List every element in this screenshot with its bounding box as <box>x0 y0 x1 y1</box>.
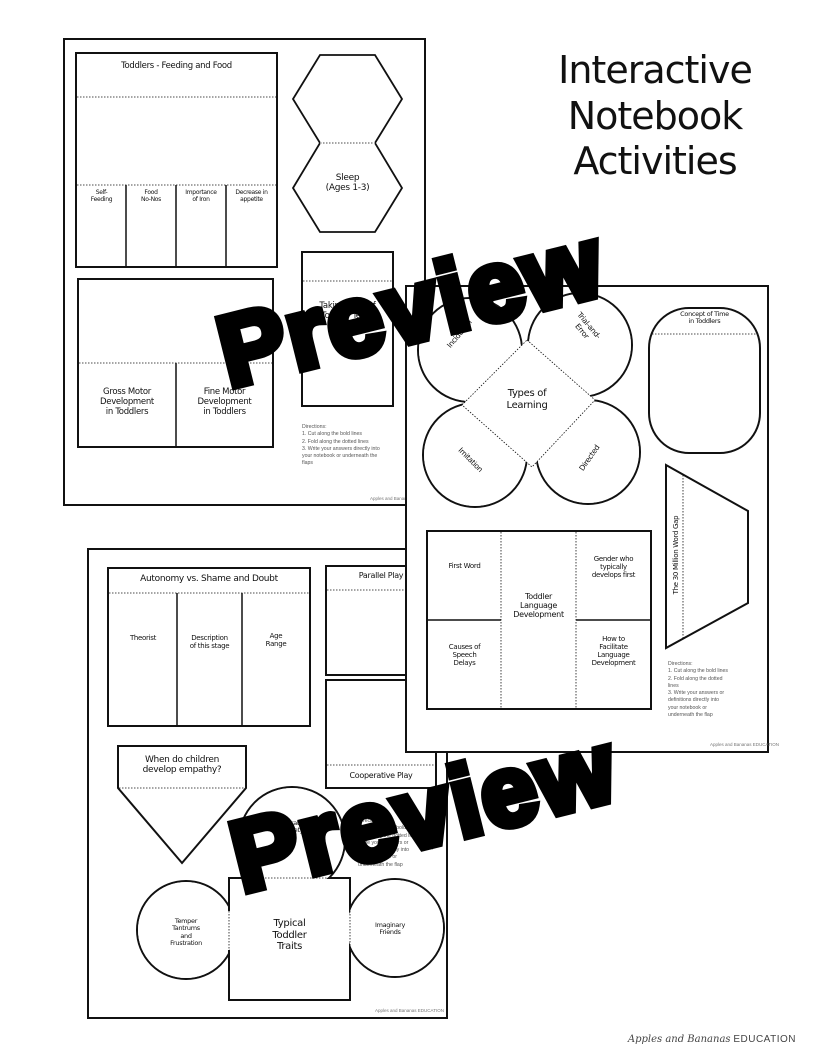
language-cell-label: Gender who typically develops first <box>591 555 636 580</box>
flap-label: Decrease in appetite <box>235 189 268 203</box>
tantrums-label: Temper Tantrums and Frustration <box>170 917 202 948</box>
brand-name: Apples and Bananas <box>627 1034 731 1045</box>
word-gap-trapezoid <box>665 463 749 650</box>
language-cell-label: First Word <box>448 562 481 570</box>
brand-suffix: EDUCATION <box>733 1034 796 1045</box>
teeth-box <box>301 251 394 407</box>
language-cell-label: Causes of Speech Delays <box>448 643 481 668</box>
empathy-label: When do children develop empathy? <box>142 755 222 776</box>
sleep-label: Sleep (Ages 1-3) <box>325 173 370 194</box>
flap-label: Self- Feeding <box>90 189 113 203</box>
parallel-play-label: Parallel Play <box>358 571 404 580</box>
empathy-pentagon <box>117 745 247 865</box>
directions: Directions: 1. Cut along the bold lines … <box>358 818 419 868</box>
concept-of-time-box <box>648 307 761 454</box>
language-box <box>426 530 652 710</box>
language-center-label: Toddler Language Development <box>513 592 564 620</box>
column-label: Theorist <box>129 634 157 642</box>
feeding-title: Toddlers - Feeding and Food <box>121 61 232 71</box>
autonomy-table <box>107 567 311 727</box>
brand-logo: Apples and Bananas EDUCATION <box>628 1034 796 1045</box>
word-gap-label: The 30 Million Word Gap <box>671 515 680 595</box>
flower-center-label: Types of Learning <box>506 388 548 411</box>
teeth-label: Taking Care of Toddler Teeth <box>319 301 376 321</box>
worksheet-page-1 <box>63 38 426 506</box>
gross-motor-label: Gross Motor Development in Toddlers <box>100 387 154 417</box>
directions: Directions: 1. Cut along the bold lines … <box>668 661 728 718</box>
page-footer: Apples and Bananas EDUCATION <box>710 742 779 747</box>
types-of-learning-flower <box>417 292 641 508</box>
language-cell-label: How to Facilitate Language Development <box>591 635 636 668</box>
traits-foldable <box>136 786 445 1001</box>
page-footer: Apples and Bananas EDUCATION <box>375 1008 444 1013</box>
imaginary-friends-label: Imaginary Friends <box>374 921 406 937</box>
separation-label: Separation Anxiety <box>275 819 309 835</box>
flap-label: Importance of Iron <box>185 189 217 203</box>
flap-label: Food No-Nos <box>141 189 161 203</box>
page-footer: Apples and Bananas EDUCATION <box>370 496 439 501</box>
cooperative-play-label: Cooperative Play <box>349 771 413 780</box>
directions: Directions: 1. Cut along the bold lines … <box>302 424 380 467</box>
heading-title: Interactive Notebook Activities <box>558 48 753 184</box>
autonomy-title: Autonomy vs. Shame and Doubt <box>140 574 278 584</box>
traits-center-label: Typical Toddler Traits <box>272 918 307 952</box>
column-label: Description of this stage <box>189 634 230 651</box>
fine-motor-label: Fine Motor Development in Toddlers <box>197 387 252 417</box>
column-label: Age Range <box>265 632 287 649</box>
concept-of-time-label: Concept of Time in Toddlers <box>680 310 729 326</box>
